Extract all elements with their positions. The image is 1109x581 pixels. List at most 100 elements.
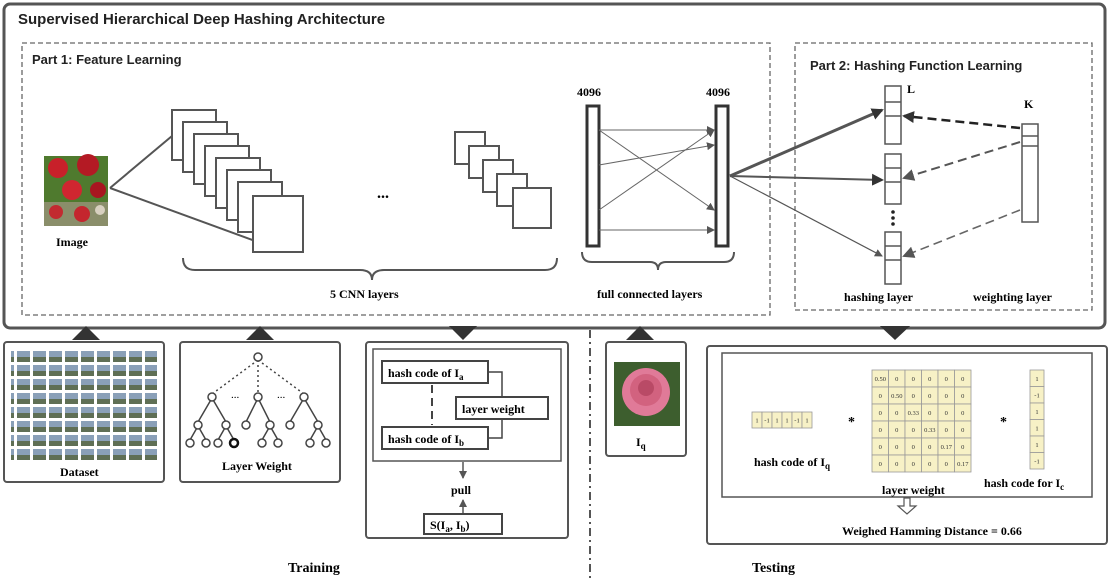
matrix-value: 0 — [879, 444, 882, 451]
cnn-stack-left — [171, 109, 304, 253]
multiply-star-2: * — [1000, 415, 1007, 430]
matrix-value: 0 — [912, 393, 915, 400]
matrix-value: 0 — [945, 427, 948, 434]
hash-c-value: 1 — [1035, 376, 1038, 383]
fc-layer-right — [714, 104, 730, 248]
hash-q-value: 1 — [805, 418, 808, 425]
matrix-value: 0 — [961, 427, 964, 434]
fc-dim-left: 4096 — [577, 85, 601, 99]
part2-title: Part 2: Hashing Function Learning — [810, 58, 1022, 73]
tree-ellipsis-right: ... — [277, 389, 286, 401]
fc-dim-right: 4096 — [706, 85, 730, 99]
matrix-value: 0 — [961, 393, 964, 400]
input-image — [44, 154, 108, 226]
hash-q-value: -1 — [764, 418, 769, 425]
matrix-value: 0 — [928, 461, 931, 468]
matrix-value: 0 — [879, 410, 882, 417]
multiply-star-1: * — [848, 415, 855, 430]
fc-to-hash-arrows — [729, 108, 884, 257]
training-label: Training — [288, 561, 340, 576]
hamming-result: Weighed Hamming Distance = 0.66 — [842, 524, 1022, 538]
matrix-value: 0 — [945, 376, 948, 383]
hash-code-q-label: hash code of Iq — [754, 455, 830, 471]
matrix-value: 0.50 — [875, 376, 886, 383]
layer-weight-tree — [185, 352, 331, 449]
hashing-layer-label: hashing layer — [844, 290, 914, 304]
matrix-value: 0.33 — [908, 410, 919, 417]
hash-code-c-vector: 1 -1 1 1 1 -1 — [1029, 369, 1045, 470]
cnn-ellipsis: ... — [377, 185, 389, 202]
similarity-label: S(Ia, Ib) — [430, 518, 470, 534]
pull-label: pull — [451, 483, 472, 497]
hash-c-value: 1 — [1035, 425, 1038, 432]
matrix-value: 0 — [961, 444, 964, 451]
hash-c-value: 1 — [1035, 442, 1038, 449]
hash-c-value: -1 — [1034, 458, 1039, 465]
matrix-value: 0 — [912, 427, 915, 434]
matrix-value: 0 — [945, 393, 948, 400]
layer-weight-box-label: layer weight — [462, 402, 525, 416]
projection-line-bottom — [109, 187, 259, 243]
connector-triangles — [72, 326, 910, 340]
matrix-value: 0 — [879, 393, 882, 400]
hash-code-b: hash code of Ib — [388, 432, 464, 448]
query-label: Iq — [636, 435, 646, 451]
matrix-value: 0 — [961, 376, 964, 383]
hashing-layer-dots — [891, 210, 895, 226]
hash-code-c-label: hash code for Ic — [984, 476, 1064, 492]
image-label: Image — [56, 235, 89, 249]
hash-c-value: 1 — [1035, 409, 1038, 416]
cnn-brace — [182, 257, 558, 281]
projection-line-top — [109, 135, 173, 189]
part1-box — [21, 42, 771, 316]
matrix-value: 0 — [961, 410, 964, 417]
matrix-value: 0.33 — [924, 427, 935, 434]
hash-q-value: 1 — [755, 418, 758, 425]
matrix-value: 0 — [945, 410, 948, 417]
hash-q-cell — [801, 411, 813, 429]
main-frame — [2, 2, 1107, 330]
matrix-value: 0 — [895, 461, 898, 468]
dataset-label: Dataset — [60, 465, 99, 479]
weight-bracket — [488, 371, 503, 439]
part2-box — [794, 42, 1093, 311]
dataset-thumbnails — [11, 350, 157, 462]
weight-to-hash-arrows — [902, 111, 1021, 258]
weighting-layer — [1021, 123, 1039, 223]
hash-q-value: -1 — [794, 418, 799, 425]
matrix-value: 0.17 — [957, 461, 969, 468]
hash-code-a: hash code of Ia — [388, 366, 464, 382]
matrix-value: 0 — [912, 444, 915, 451]
diagram-title: Supervised Hierarchical Deep Hashing Arc… — [18, 11, 385, 28]
hash-q-value: 1 — [785, 418, 788, 425]
matrix-value: 0 — [895, 444, 898, 451]
query-image — [614, 362, 680, 426]
part1-title: Part 1: Feature Learning — [32, 52, 182, 67]
result-arrow — [896, 497, 918, 515]
matrix-value: 0 — [895, 427, 898, 434]
matrix-value: 0.17 — [941, 444, 953, 451]
matrix-value: 0 — [879, 461, 882, 468]
matrix-value: 0 — [928, 393, 931, 400]
matrix-value: 0 — [928, 376, 931, 383]
matrix-value: 0 — [945, 461, 948, 468]
tree-ellipsis-left: ... — [231, 389, 240, 401]
matrix-value: 0 — [912, 461, 915, 468]
fc-connections — [598, 126, 715, 234]
hash-c-value: -1 — [1034, 392, 1039, 399]
matrix-value: 0 — [928, 444, 931, 451]
fc-layer-left — [585, 104, 601, 248]
layer-weight-matrix-label: layer weight — [882, 483, 945, 497]
hash-c-cell — [1029, 452, 1045, 470]
matrix-value: 0 — [895, 410, 898, 417]
cnn-label: 5 CNN layers — [330, 287, 399, 301]
matrix-value: 0 — [928, 410, 931, 417]
cnn-stack-right — [454, 131, 552, 229]
hashing-layer — [884, 85, 902, 285]
hash-q-value: 1 — [775, 418, 778, 425]
fc-label: full connected layers — [597, 287, 703, 301]
matrix-value: 0 — [879, 427, 882, 434]
